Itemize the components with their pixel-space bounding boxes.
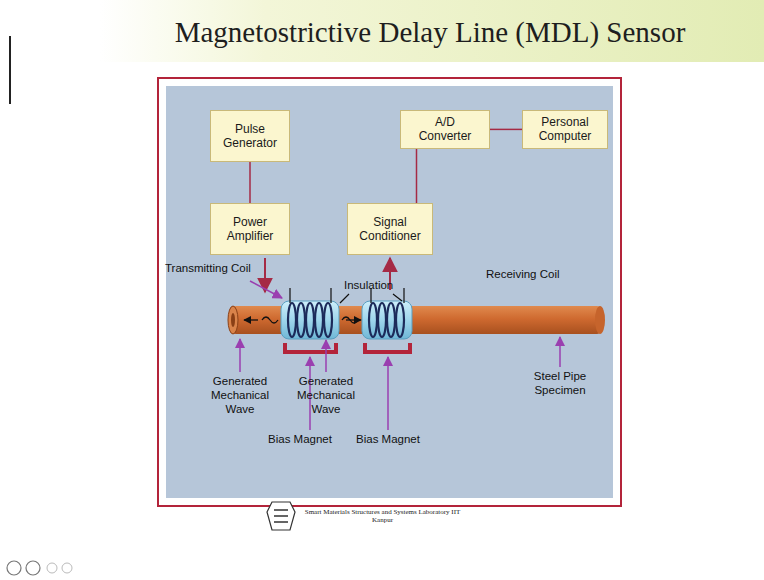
part-label: Generated Mechanical Wave [204, 375, 276, 416]
pipe-end [228, 306, 238, 334]
player-icon [7, 561, 21, 575]
frame [158, 78, 621, 506]
part-label: Bias Magnet [350, 433, 426, 447]
insulation-pointer [340, 294, 402, 303]
coil-turn [369, 303, 377, 337]
wave-arrow [346, 319, 361, 320]
title-band [100, 0, 764, 62]
block-box: A/D Converter [400, 110, 490, 149]
drive-arrow [264, 258, 266, 292]
wave-arrow [244, 319, 258, 320]
box-label: A/D Converter [407, 115, 483, 144]
player-icon [62, 563, 72, 573]
leader-arrow [250, 281, 282, 298]
coil-turn [297, 303, 305, 337]
slide-edge [9, 36, 11, 104]
footer-text: Smart Materials Structures and Systems L… [300, 508, 465, 525]
wave-symbol [262, 317, 278, 323]
signal-line [490, 129, 522, 131]
coil-windings [288, 303, 404, 337]
coil-turn [306, 303, 314, 337]
block-box: Signal Conditioner [347, 203, 433, 255]
leader-arrow [239, 339, 241, 372]
leader-arrow [559, 337, 561, 367]
part-label: Steel Pipe Specimen [522, 370, 598, 398]
pipe-end [595, 306, 605, 334]
part-label: Insulation [344, 279, 404, 293]
box-label: Power Amplifier [217, 215, 283, 244]
block-box: Power Amplifier [210, 203, 290, 255]
receiving-sleeve [362, 301, 412, 339]
part-label: Receiving Coil [486, 268, 586, 282]
player-icon [47, 563, 57, 573]
player-icon [26, 561, 40, 575]
part-label: Bias Magnet [262, 433, 338, 447]
leader-arrow [387, 357, 389, 430]
block-box: Personal Computer [522, 110, 608, 149]
transmitting-sleeve [281, 301, 339, 339]
coil-turn [378, 303, 386, 337]
coil-turn [387, 303, 395, 337]
coil-turn [396, 303, 404, 337]
signal-line [416, 149, 418, 203]
box-label: Pulse Generator [217, 122, 283, 151]
coil-turn [288, 303, 296, 337]
leader-arrow [325, 340, 327, 372]
part-label: Transmitting Coil [165, 262, 275, 276]
lab-logo [267, 502, 295, 530]
block-box: Pulse Generator [210, 110, 290, 162]
signal-line [249, 162, 251, 203]
box-label: Signal Conditioner [354, 215, 426, 244]
part-label: Generated Mechanical Wave [290, 375, 362, 416]
coil-turn [315, 303, 323, 337]
coil-turn [324, 303, 332, 337]
lab-logo [274, 510, 288, 522]
bias-magnet [365, 343, 410, 352]
panel [166, 86, 613, 498]
pipe-bore [231, 313, 235, 327]
box-label: Personal Computer [529, 115, 601, 144]
slide-title: Magnetostrictive Delay Line (MDL) Sensor [110, 16, 750, 49]
bias-magnet [285, 343, 336, 352]
